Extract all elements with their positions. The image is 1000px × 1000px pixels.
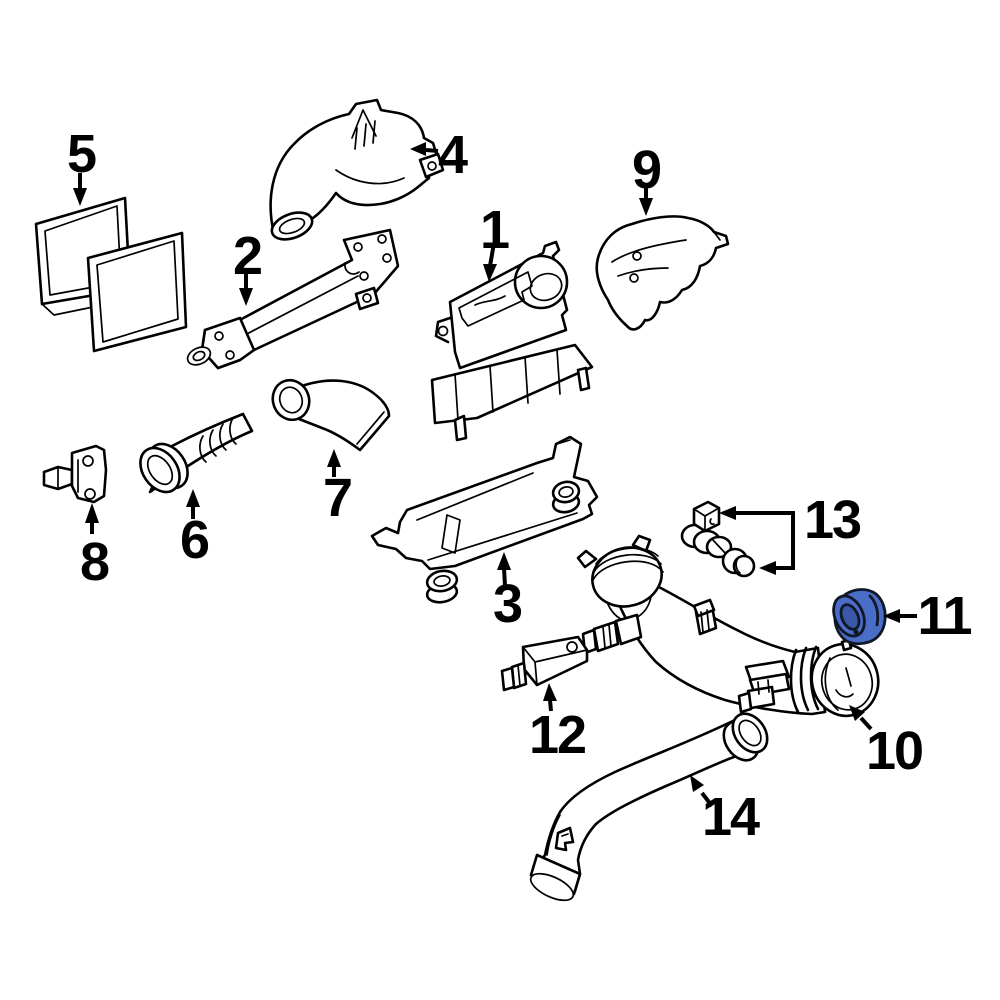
part-14-drawing[interactable] [527,707,774,906]
part-12-drawing[interactable] [500,635,589,692]
callout-8-arrow [85,503,99,534]
callout-5-arrow [73,173,87,206]
callout-12-label[interactable]: 12 [528,705,587,765]
callout-8-label[interactable]: 8 [79,532,110,592]
part-6-drawing[interactable] [132,412,254,499]
callout-10-label[interactable]: 10 [865,721,924,781]
part-9-drawing[interactable] [595,215,730,331]
callout-7-arrow [327,449,341,477]
callout-13-bracket [719,506,795,575]
callout-5-label[interactable]: 5 [66,124,97,184]
callout-3-label[interactable]: 3 [492,574,523,634]
callout-4-arrow [410,142,439,156]
callout-3-arrow [497,552,511,587]
part-4-drawing[interactable] [268,98,445,244]
part-7-drawing[interactable] [267,375,391,452]
part-11-seal-highlighted[interactable] [828,588,887,646]
callout-12-arrow [543,683,557,712]
callout-13-label[interactable]: 13 [803,490,862,550]
callout-1-arrow [483,242,497,282]
callout-10-arrow [849,705,873,731]
part-5-drawing[interactable] [34,196,188,353]
part-3-drawing[interactable] [370,435,599,604]
callout-14-arrow [690,775,714,808]
callout-2-arrow [239,272,253,306]
callout-6-label[interactable]: 6 [179,510,210,570]
callout-4-label[interactable]: 4 [437,125,468,185]
part-8-drawing[interactable] [42,444,108,504]
callout-6-arrow [186,489,200,519]
callout-1-label[interactable]: 1 [479,200,510,260]
callout-11-label[interactable]: 11 [917,586,972,646]
callout-9-label[interactable]: 9 [631,140,662,200]
callout-9-arrow [639,188,653,216]
part-13-drawing[interactable] [680,500,756,578]
part-1-drawing[interactable] [430,240,594,442]
callout-14-label[interactable]: 14 [701,787,760,847]
callout-11-arrow [883,609,917,623]
part-10-drawing[interactable] [576,534,886,723]
callout-2-label[interactable]: 2 [232,226,263,286]
part-2-drawing[interactable] [185,228,400,370]
callout-7-label[interactable]: 7 [322,468,353,528]
